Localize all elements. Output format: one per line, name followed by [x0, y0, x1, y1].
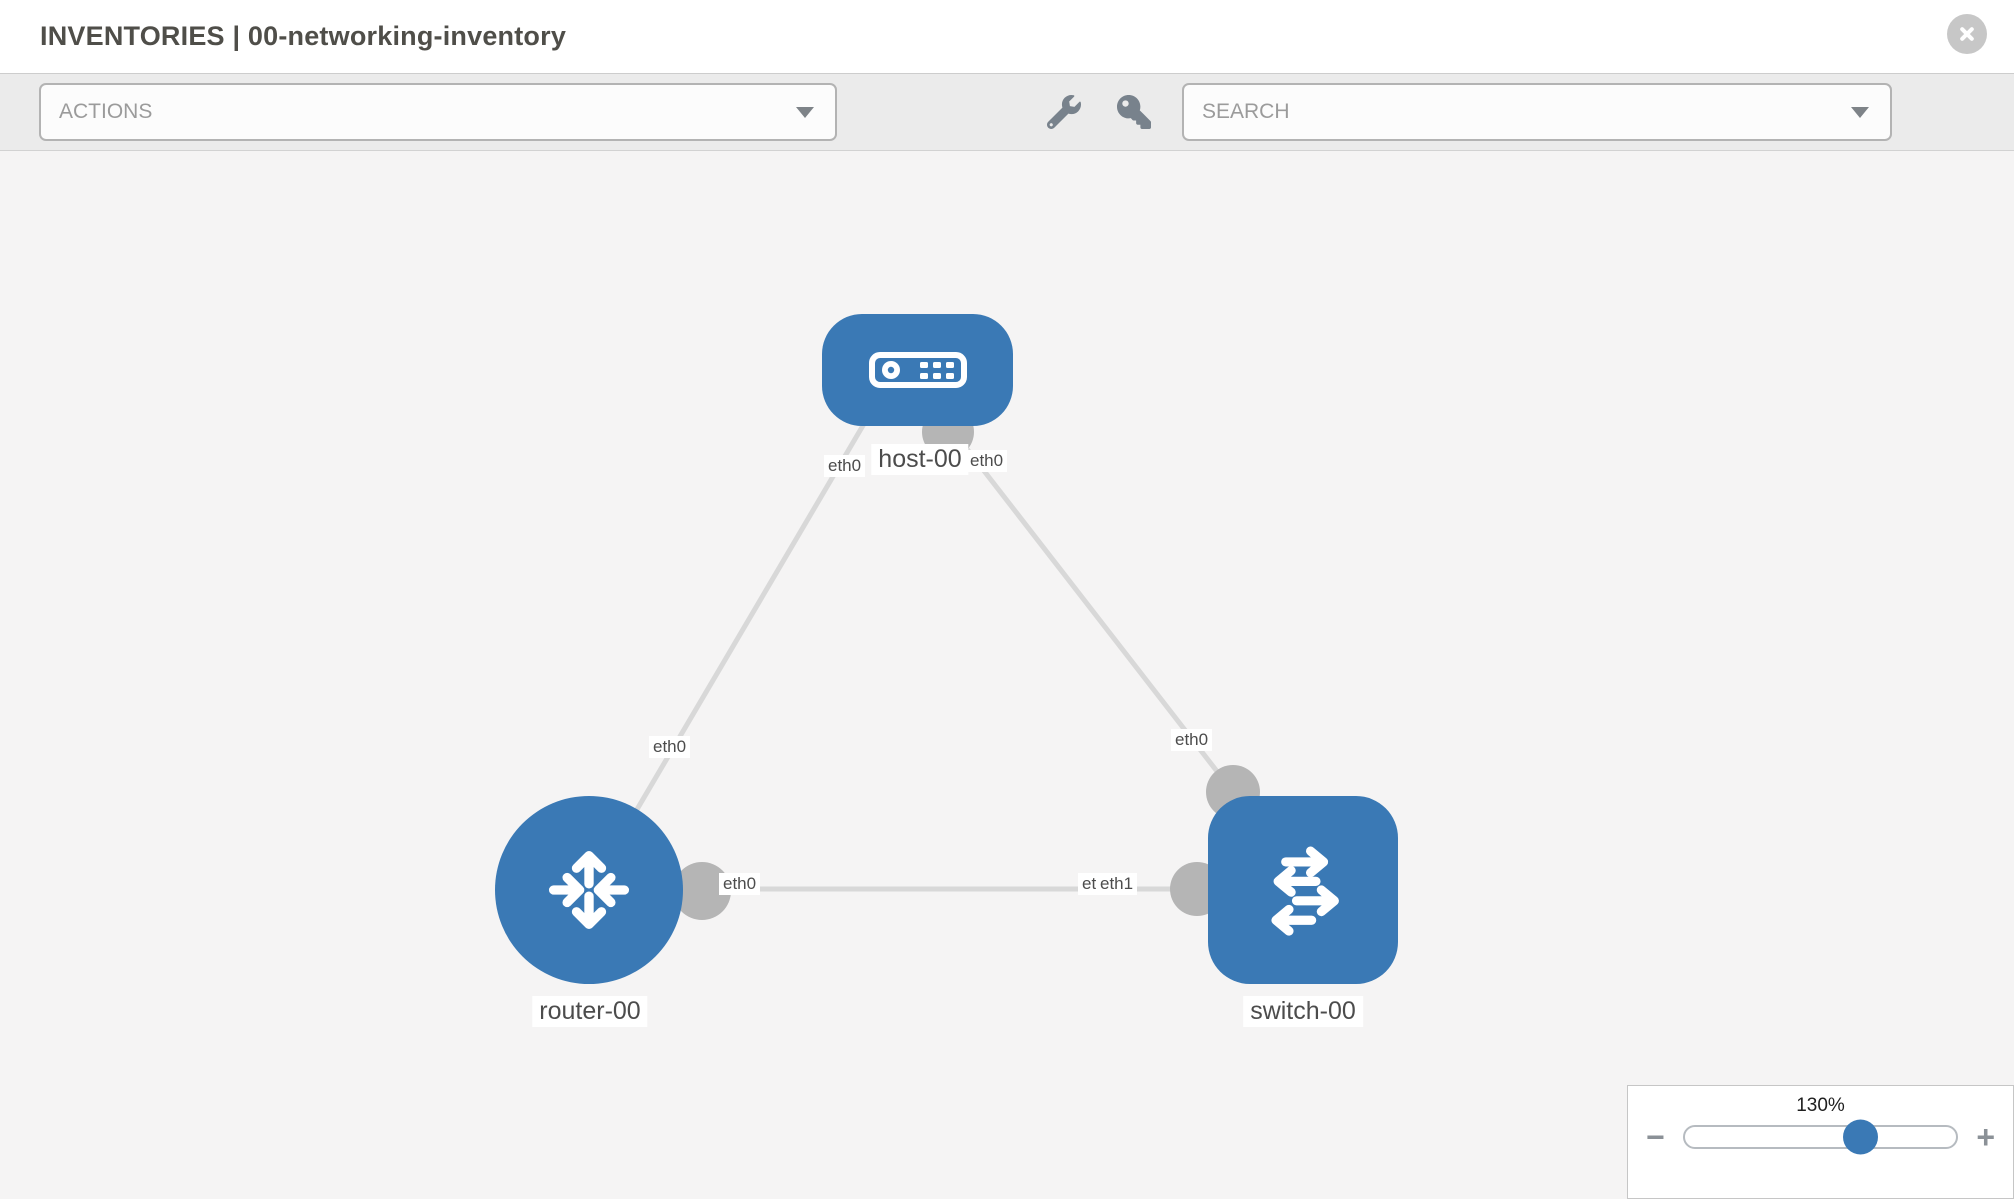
credentials-button[interactable] — [1111, 89, 1157, 135]
edges-layer — [586, 406, 1260, 920]
wrench-icon — [1047, 95, 1081, 129]
page-title: INVENTORIES | 00-networking-inventory — [40, 21, 567, 51]
zoom-panel: 130% − + — [1627, 1085, 2014, 1199]
interface-port-router — [673, 862, 731, 920]
if-label-router-eth0-top: eth0 — [649, 736, 691, 758]
close-icon — [1960, 27, 1974, 41]
toolbar: ACTIONS SEARCH — [0, 74, 2014, 151]
if-label-router-eth0-port: eth0 — [719, 873, 761, 895]
actions-dropdown[interactable]: ACTIONS — [39, 83, 837, 141]
search-dropdown-label: SEARCH — [1202, 100, 1290, 123]
node-host[interactable] — [822, 314, 1013, 426]
configure-button[interactable] — [1041, 89, 1087, 135]
zoom-level-value: 130% — [1796, 1095, 1845, 1116]
close-button[interactable] — [1947, 14, 1987, 54]
search-dropdown[interactable]: SEARCH — [1182, 83, 1892, 141]
if-label-host-eth0-left: eth0 — [824, 455, 866, 477]
node-router[interactable] — [495, 796, 683, 984]
topology-canvas[interactable]: host-00 router-00 switch-00 eth0 eth0 et… — [0, 151, 2014, 1199]
zoom-out-button[interactable]: − — [1642, 1121, 1669, 1153]
zoom-slider-thumb[interactable] — [1843, 1119, 1879, 1155]
chevron-down-icon — [796, 107, 814, 118]
if-label-switch-eth1: eth1 — [1096, 873, 1138, 895]
switch-icon — [1271, 846, 1339, 936]
actions-dropdown-label: ACTIONS — [59, 100, 153, 123]
chevron-down-icon — [1851, 107, 1869, 118]
node-label-host: host-00 — [871, 444, 969, 475]
panel-header: INVENTORIES | 00-networking-inventory — [0, 0, 2014, 74]
zoom-in-button[interactable]: + — [1972, 1121, 1999, 1153]
if-label-host-eth0-right: eth0 — [966, 450, 1008, 472]
router-icon — [548, 851, 630, 929]
node-label-router: router-00 — [532, 996, 648, 1027]
node-switch[interactable] — [1208, 796, 1398, 984]
node-label-switch: switch-00 — [1243, 996, 1363, 1027]
if-label-switch-eth0-top: eth0 — [1171, 729, 1213, 751]
key-icon — [1117, 95, 1151, 129]
host-icon — [868, 352, 967, 388]
zoom-slider-track[interactable] — [1682, 1119, 1959, 1155]
